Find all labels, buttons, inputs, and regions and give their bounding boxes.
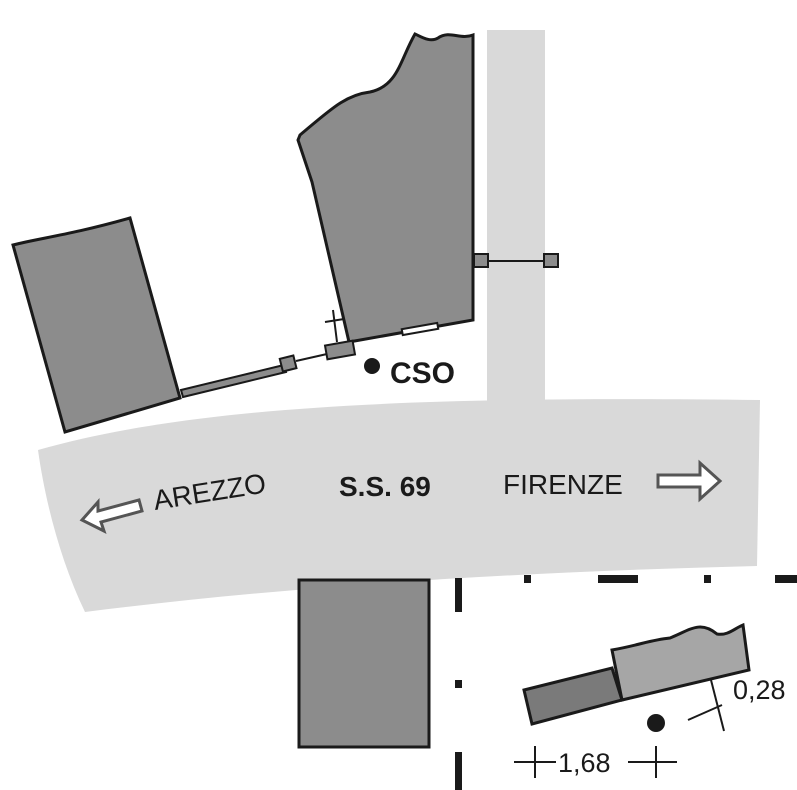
cso-label: CSO — [390, 357, 455, 390]
arrow-left-icon — [79, 498, 144, 534]
distance-dimension — [514, 746, 677, 778]
inset-frame — [455, 575, 797, 790]
gate-line — [295, 353, 328, 362]
inset-point-marker-icon — [647, 714, 665, 732]
distance-label: 1,68 — [558, 748, 611, 778]
offset-dimension — [687, 679, 725, 732]
window-marker — [400, 321, 440, 337]
inset-building-light — [610, 622, 751, 702]
arrow-right-icon — [656, 459, 723, 503]
pillar-large — [323, 339, 357, 361]
building-right — [296, 32, 475, 344]
right-direction-label: FIRENZE — [503, 469, 623, 500]
main-road — [38, 399, 760, 612]
inset-building-dark — [522, 666, 624, 726]
building-bottom — [297, 578, 431, 749]
side-gate-post-right — [543, 253, 559, 268]
cross-icon — [324, 309, 345, 343]
side-street — [487, 30, 545, 402]
wall-segment — [179, 363, 288, 399]
offset-label: 0,28 — [733, 675, 786, 705]
pillar-small — [278, 354, 298, 373]
point-marker-icon — [364, 358, 380, 374]
side-gate-post-left — [473, 253, 489, 268]
building-left — [11, 216, 182, 434]
road-label: S.S. 69 — [339, 471, 431, 502]
